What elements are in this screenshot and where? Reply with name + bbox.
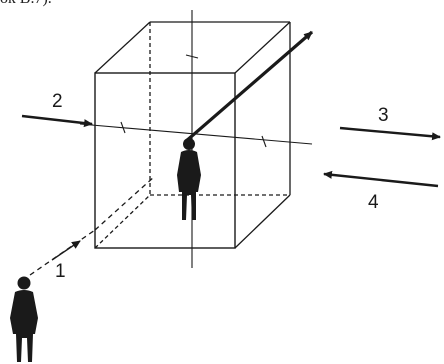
approach-path-dashed: [29, 175, 156, 276]
label-arrow-2: 2: [52, 91, 63, 112]
label-arrow-1: 1: [55, 261, 66, 282]
person-silhouette-icon: [10, 276, 38, 362]
arrow-4: [323, 170, 439, 188]
person-silhouette-icon: [177, 138, 201, 220]
box-back-face: [149, 21, 291, 196]
exit-arrow-diagonal: [183, 30, 314, 144]
arrow-2: [21, 114, 93, 128]
box-front-face: [94, 72, 236, 249]
box-depth-edges: [94, 21, 291, 249]
arrow-3: [339, 126, 441, 141]
caption-fragment: ок В.7).: [0, 0, 52, 8]
label-arrow-4: 4: [368, 192, 379, 213]
arrow-1-segment: [51, 240, 81, 261]
label-arrow-3: 3: [378, 105, 389, 126]
